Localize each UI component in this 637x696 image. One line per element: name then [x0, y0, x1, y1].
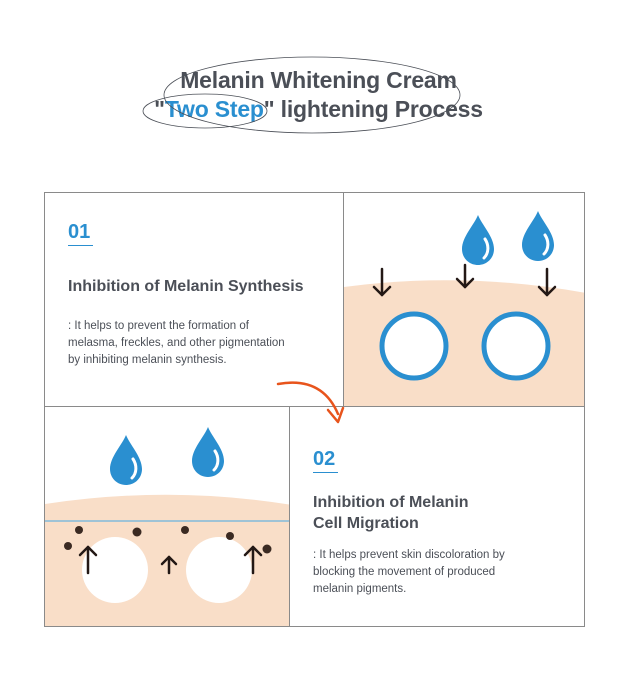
- step1-desc-line: by inhibiting melanin synthesis.: [68, 354, 227, 366]
- step2-number-underline: [313, 472, 338, 473]
- step2-heading-line: Inhibition of Melanin: [313, 494, 469, 511]
- title-block: Melanin Whitening Cream "Two Step" light…: [0, 66, 637, 124]
- step2-desc-line: blocking the movement of produced: [313, 566, 496, 578]
- title-line-2: "Two Step" lightening Process: [0, 95, 637, 124]
- cell-circle: [82, 537, 148, 603]
- water-drop-icon: [522, 211, 554, 261]
- step1-description: : It helps to prevent the formation of m…: [68, 318, 338, 369]
- step2-desc-line: melanin pigments.: [313, 583, 407, 595]
- step2-text-panel: 02 Inhibition of Melanin Cell Migration …: [289, 406, 585, 627]
- step1-heading: Inhibition of Melanin Synthesis: [68, 278, 304, 295]
- down-arrow-icon: [372, 267, 392, 297]
- step1-illustration: [344, 211, 584, 407]
- step1-illustration-panel: [343, 192, 585, 408]
- step1-text-panel: 01 Inhibition of Melanin Synthesis : It …: [44, 192, 345, 408]
- step2-desc-line: : It helps prevent skin discoloration by: [313, 549, 505, 561]
- water-drop-icon: [462, 215, 494, 265]
- step2-heading: Inhibition of Melanin Cell Migration: [313, 492, 469, 534]
- water-drop-icon: [110, 435, 142, 485]
- title-line-1: Melanin Whitening Cream: [180, 67, 457, 93]
- water-drop-icon: [192, 427, 224, 477]
- step2-number: 02: [313, 448, 336, 470]
- step2-illustration-panel: [44, 406, 291, 627]
- step1-desc-line: melasma, freckles, and other pigmentatio…: [68, 337, 285, 349]
- down-arrow-icon: [455, 263, 475, 289]
- step1-number: 01: [68, 221, 91, 243]
- up-arrow-icon: [78, 545, 98, 575]
- up-arrow-icon: [243, 545, 263, 575]
- step1-number-underline: [68, 245, 93, 246]
- transition-arrow-icon: [276, 381, 345, 424]
- down-arrow-icon: [537, 267, 557, 297]
- melanin-pigment-dots: [64, 526, 272, 554]
- title-quote-open: ": [154, 96, 165, 122]
- step2-heading-line: Cell Migration: [313, 515, 419, 532]
- step1-desc-line: : It helps to prevent the formation of: [68, 320, 249, 332]
- up-arrow-icon: [160, 555, 178, 575]
- cell-circle: [186, 537, 252, 603]
- title-accent-two-step: Two Step: [164, 96, 264, 122]
- step2-description: : It helps prevent skin discoloration by…: [313, 547, 578, 598]
- cell-circle: [481, 311, 551, 381]
- step2-illustration: [45, 427, 290, 626]
- title-line-2-rest: " lightening Process: [263, 96, 483, 122]
- title-decorative-ellipses: [142, 56, 461, 134]
- cell-circle: [379, 311, 449, 381]
